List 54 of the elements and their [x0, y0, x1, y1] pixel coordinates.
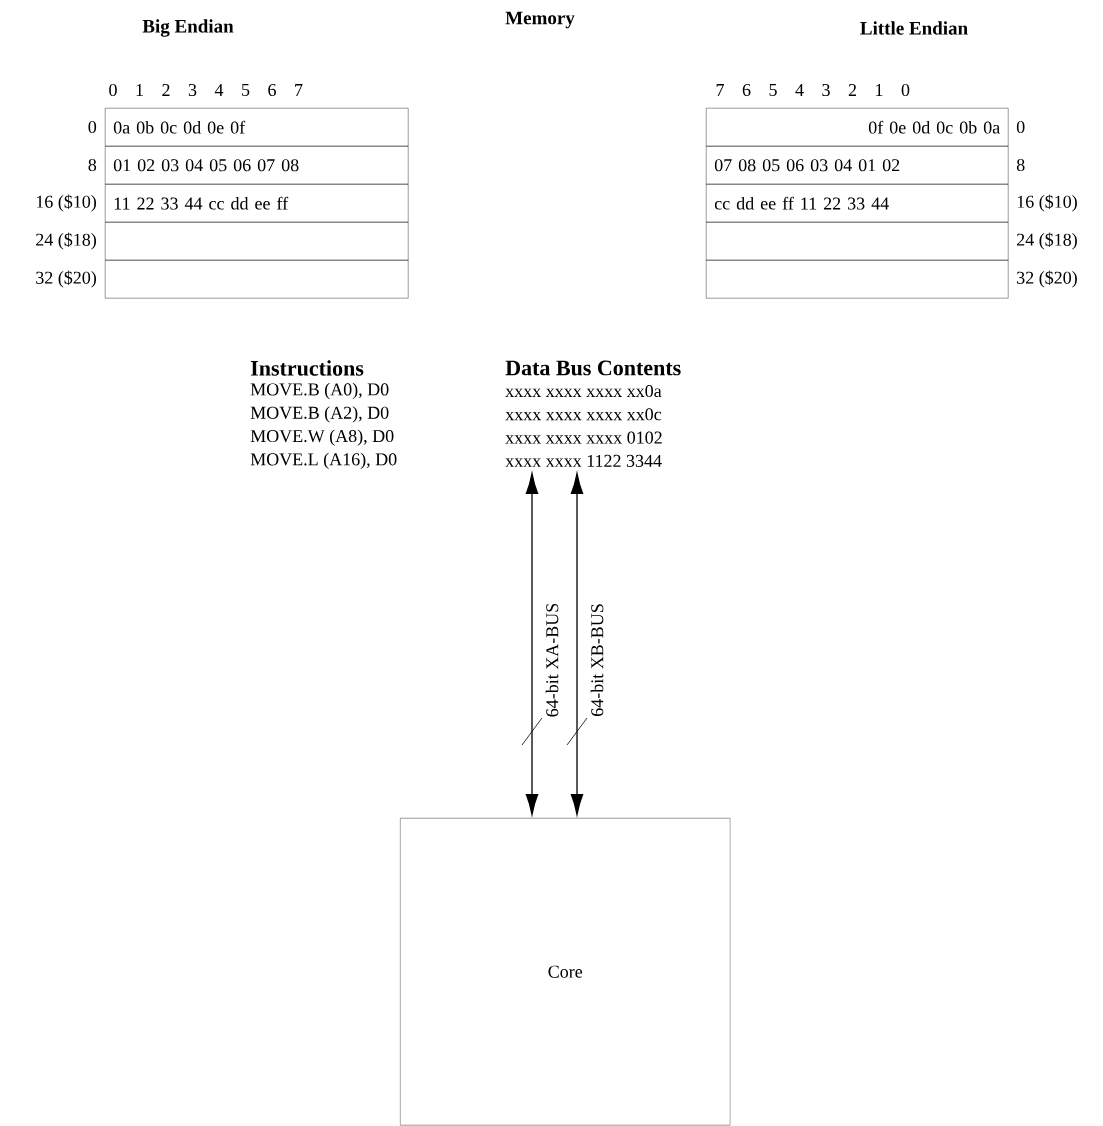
memory-row: 0a 0b 0c 0d 0e 0f	[105, 108, 409, 147]
edge-label: 64-bit XA-BUS	[545, 603, 559, 717]
memory-row	[105, 222, 409, 261]
memory-row: 01 02 03 04 05 06 07 08	[105, 146, 409, 185]
column-number: 3	[822, 83, 830, 97]
column-number: 7	[295, 84, 303, 96]
bus-arrow	[570, 473, 584, 815]
column-number: 5	[242, 84, 250, 96]
column-number: 6	[742, 83, 751, 97]
instruction-text: MOVE.L (A16), D0	[250, 452, 397, 470]
column-number: 1	[876, 84, 883, 96]
bus-contents-text: xxxx xxxx xxxx 0102	[505, 431, 662, 444]
memory-row: 07 08 05 06 03 04 01 02	[706, 146, 1009, 185]
column-number: 2	[162, 84, 170, 96]
column-number: 6	[268, 83, 276, 97]
column-heading: Data Bus Contents	[505, 360, 681, 376]
column-heading: Instructions	[250, 360, 364, 376]
heading: Little Endian	[860, 21, 968, 35]
column-number: 5	[769, 84, 777, 96]
column-number: 7	[716, 84, 724, 96]
edge-label: 64-bit XB-BUS	[590, 604, 604, 716]
column-number: 3	[188, 83, 197, 97]
column-number: 1	[136, 84, 143, 96]
address-label: 8	[1016, 158, 1025, 172]
address-label: 24 ($18)	[36, 232, 96, 250]
column-number: 4	[214, 84, 224, 96]
memory-row: cc dd ee ff 11 22 33 44	[706, 184, 1009, 223]
bus-contents-text: xxxx xxxx 1122 3344	[505, 454, 662, 467]
address-label: 16 ($10)	[36, 194, 96, 212]
column-number: 4	[795, 84, 804, 96]
instruction-text: MOVE.B (A0), D0	[250, 382, 389, 400]
address-label: 32 ($20)	[36, 270, 96, 288]
address-label: 0	[88, 120, 97, 134]
bus-contents-text: xxxx xxxx xxxx xx0c	[505, 408, 662, 421]
address-label: 32 ($20)	[1017, 270, 1077, 288]
address-label: 24 ($18)	[1017, 232, 1077, 250]
address-label: 0	[1016, 120, 1025, 134]
heading: Big Endian	[142, 19, 234, 37]
instruction-text: MOVE.B (A2), D0	[250, 406, 389, 423]
bus-arrow	[525, 473, 539, 815]
memory-row: 11 22 33 44 cc dd ee ff	[105, 184, 409, 223]
title: Memory	[505, 11, 575, 29]
address-label: 8	[88, 158, 97, 172]
memory-row	[706, 260, 1009, 299]
column-number: 0	[901, 83, 910, 97]
core-box: Core	[400, 818, 731, 1126]
column-number: 2	[848, 84, 856, 96]
memory-row	[105, 260, 409, 299]
memory-row: 0f 0e 0d 0c 0b 0a	[706, 108, 1009, 147]
column-number: 0	[109, 83, 117, 97]
instruction-text: MOVE.W (A8), D0	[250, 429, 394, 446]
address-label: 16 ($10)	[1017, 194, 1077, 212]
memory-row	[706, 222, 1009, 261]
bus-contents-text: xxxx xxxx xxxx xx0a	[505, 384, 662, 398]
